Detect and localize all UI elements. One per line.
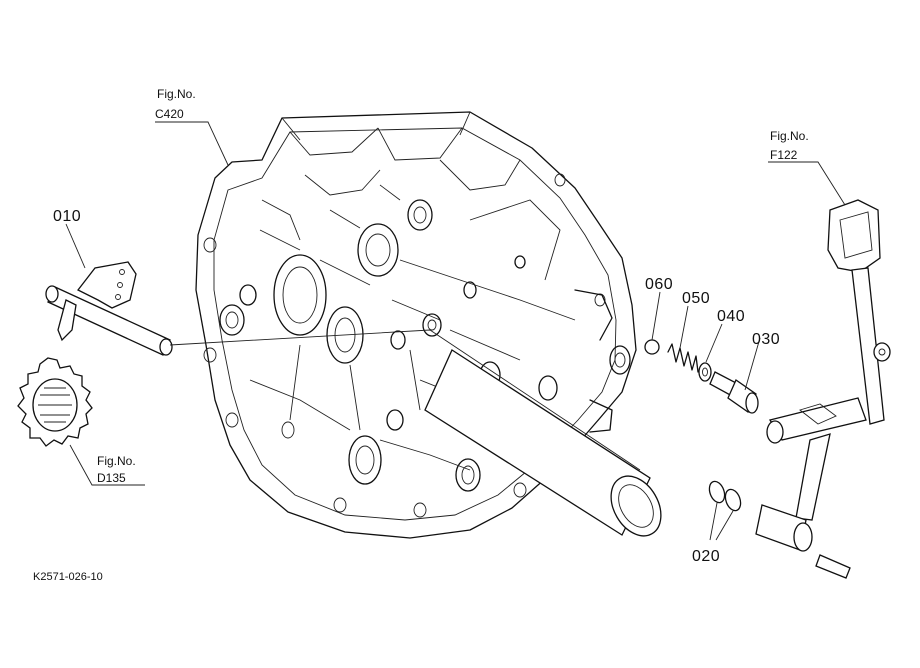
part-060-ball [644,339,660,355]
callout-010: 010 [53,208,81,225]
fig-ref-f122-label: Fig.No. [770,129,809,143]
fig-ref-d135-number: D135 [97,471,126,485]
document-code: K2571-026-10 [33,571,103,583]
fig-ref-c420-label: Fig.No. [157,87,196,101]
part-050-spring [667,343,699,373]
callout-050: 050 [682,290,710,307]
part-030-bolt [709,371,759,414]
fig-ref-f122-number: F122 [770,148,798,162]
detent-assembly [644,339,759,414]
part-010-shift-shaft [45,261,173,356]
clutch-pedal-f122 [755,199,891,579]
callout-030: 030 [752,331,780,348]
callout-020: 020 [692,548,720,565]
fig-ref-c420-number: C420 [155,107,184,121]
leader-lines [65,121,846,541]
callout-040: 040 [717,308,745,325]
release-sleeve [424,349,662,537]
transmission-housing [195,111,637,539]
spur-gear-d135 [17,357,93,447]
callout-060: 060 [645,276,673,293]
fig-ref-d135-label: Fig.No. [97,454,136,468]
part-020-o-rings [708,480,742,512]
part-040-washer [698,362,712,382]
